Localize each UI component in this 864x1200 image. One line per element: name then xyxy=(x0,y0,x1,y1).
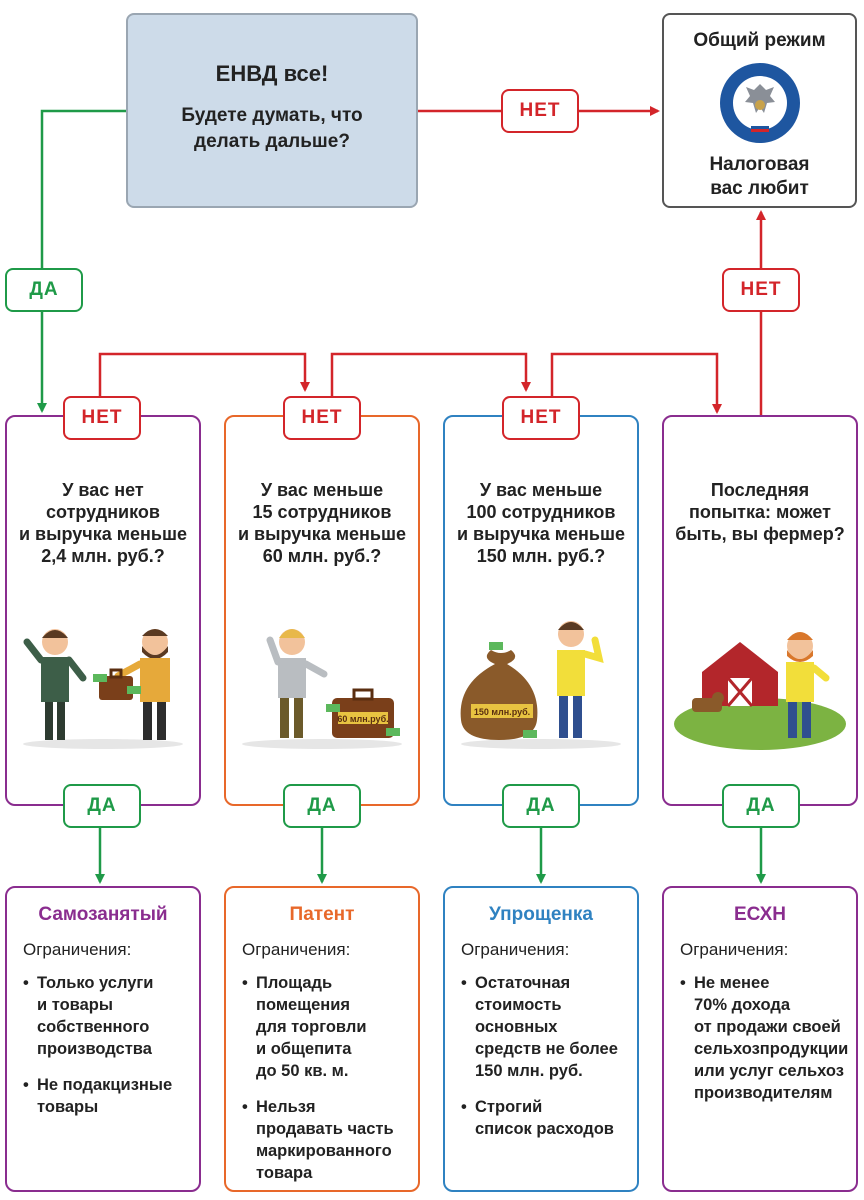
yes-arrow-start xyxy=(37,109,126,413)
question-box-self-employed: У вас нет сотрудников и выручка меньше 2… xyxy=(5,415,201,806)
question-text: Последняя попытка: может быть, вы фермер… xyxy=(675,480,845,544)
money-label: 150 млн.руб. xyxy=(474,707,530,717)
limit-item: Не менее 70% дохода от продажи своей сел… xyxy=(680,972,856,1104)
farmer-illustration xyxy=(674,632,846,750)
limits-label: Ограничения: xyxy=(461,940,570,959)
limit-item: Остаточная стоимость основных средств не… xyxy=(461,972,637,1082)
general-regime-title: Общий режим xyxy=(693,30,826,51)
no-arrow-q3 xyxy=(550,352,722,414)
yes-tag-q3: ДА xyxy=(502,784,580,828)
question-box-patent: У вас меньше 15 сотрудников и выручка ме… xyxy=(224,415,420,806)
limit-item: Площадь помещения для торговли и общепит… xyxy=(242,972,418,1082)
limit-item: Строгий список расходов xyxy=(461,1096,637,1140)
start-box: ЕНВД все! Будете думать, что делать даль… xyxy=(126,13,418,208)
tax-service-seal-icon xyxy=(719,63,800,143)
limit-item: Нельзя продавать часть маркированного то… xyxy=(242,1096,418,1184)
limits-list: Не менее 70% дохода от продажи своей сел… xyxy=(680,972,856,1104)
question-text: У вас меньше 100 сотрудников и выручка м… xyxy=(456,480,626,566)
result-box-eskhn: ЕСХН Ограничения: Не менее 70% дохода от… xyxy=(662,886,858,1192)
result-box-patent: Патент Ограничения: Площадь помещения дл… xyxy=(224,886,420,1192)
yes-tag-q1: ДА xyxy=(63,784,141,828)
limits-label: Ограничения: xyxy=(23,940,132,959)
limit-item: Не подакцизные товары xyxy=(23,1074,199,1118)
yes-tag-q4: ДА xyxy=(722,784,800,828)
limits-list: Остаточная стоимость основных средств не… xyxy=(461,972,637,1140)
yes-tag-start: ДА xyxy=(5,268,83,312)
limits-list: Только услуги и товары собственного прои… xyxy=(23,972,199,1118)
limit-item: Только услуги и товары собственного прои… xyxy=(23,972,199,1060)
general-regime-caption: Налоговая вас любит xyxy=(709,154,810,199)
limits-label: Ограничения: xyxy=(242,940,351,959)
no-arrow-q2 xyxy=(330,352,531,397)
no-tag-q3: НЕТ xyxy=(502,396,580,440)
limits-list: Площадь помещения для торговли и общепит… xyxy=(242,972,418,1184)
no-tag-q2: НЕТ xyxy=(283,396,361,440)
result-title: Упрощенка xyxy=(489,904,593,925)
no-tag-q1: НЕТ xyxy=(63,396,141,440)
general-regime-box: Общий режим Налоговая вас любит xyxy=(662,13,857,208)
money-bag-man-illustration: 150 млн.руб. xyxy=(460,621,621,749)
money-label: 60 млн.руб. xyxy=(337,714,388,724)
result-title: Самозанятый xyxy=(38,904,168,925)
result-box-self-employed: Самозанятый Ограничения: Только услуги и… xyxy=(5,886,201,1192)
result-box-simplified: Упрощенка Ограничения: Остаточная стоимо… xyxy=(443,886,639,1192)
yes-tag-q2: ДА xyxy=(283,784,361,828)
question-text: У вас нет сотрудников и выручка меньше 2… xyxy=(18,480,188,566)
no-tag-farmer: НЕТ xyxy=(722,268,800,312)
no-arrow-q1 xyxy=(98,352,310,397)
businessmen-illustration xyxy=(23,629,183,749)
result-title: Патент xyxy=(289,904,355,925)
limits-label: Ограничения: xyxy=(680,940,789,959)
result-title: ЕСХН xyxy=(733,904,787,925)
start-question: Будете думать, что делать дальше? xyxy=(181,105,363,152)
start-title: ЕНВД все! xyxy=(215,61,329,86)
thinking-man-illustration: 60 млн.руб. xyxy=(242,629,402,749)
question-box-farmer: Последняя попытка: может быть, вы фермер… xyxy=(662,415,858,806)
question-box-simplified: У вас меньше 100 сотрудников и выручка м… xyxy=(443,415,639,806)
question-text: У вас меньше 15 сотрудников и выручка ме… xyxy=(237,480,407,566)
no-tag-start: НЕТ xyxy=(501,89,579,133)
